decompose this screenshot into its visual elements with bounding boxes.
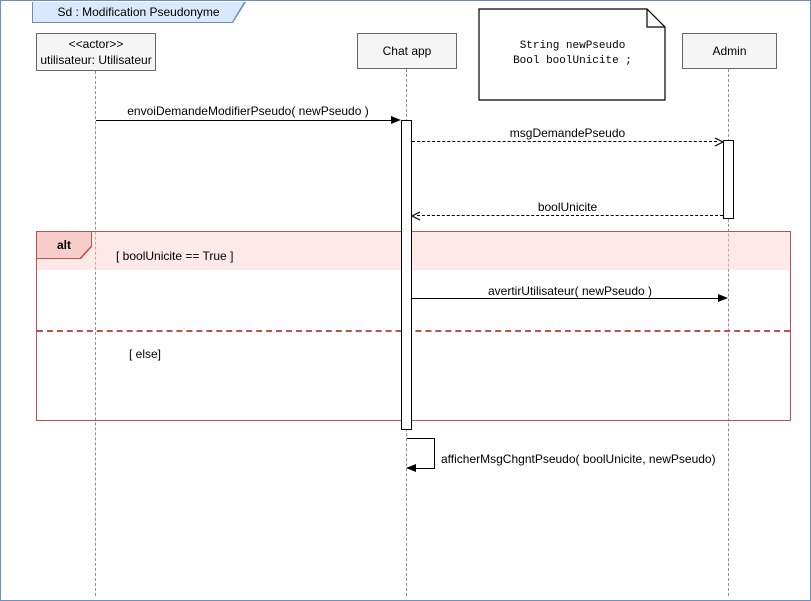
self-message-side-line [434, 438, 435, 469]
message-envoi-line [96, 120, 392, 121]
fragment-divider [37, 330, 790, 332]
note-line-1: String newPseudo [519, 40, 626, 52]
message-avertir-label: avertirUtilisateur( newPseudo ) [487, 284, 653, 298]
lifeline-admin [728, 69, 729, 596]
message-boolunicite-line [417, 215, 723, 216]
arrowhead-avertir [718, 294, 728, 302]
frame-title: Sd : Modification Pseudonyme [33, 2, 244, 22]
lifeline-head-admin: Admin [682, 33, 777, 69]
note-text: String newPseudo Bool boolUnicite ; [479, 9, 666, 99]
note-line-2: Bool boolUnicite ; [513, 55, 632, 67]
fragment-header-band [37, 232, 790, 270]
actor-stereotype: <<actor>> [68, 37, 124, 51]
admin-label: Admin [712, 44, 747, 58]
arrowhead-self-message [406, 464, 416, 472]
actor-label: utilisateur: Utilisateur [40, 53, 152, 67]
lifeline-utilisateur [95, 71, 96, 596]
combined-fragment-alt: alt [ boolUnicite == True ] [ else] [36, 231, 791, 421]
activation-bar-admin [723, 140, 734, 219]
self-message-bottom-line [416, 468, 434, 469]
note-shape [478, 8, 666, 101]
note-body [478, 8, 666, 101]
guard-condition-true: [ boolUnicite == True ] [116, 249, 234, 263]
fragment-operator-tab: alt [37, 232, 92, 259]
lifeline-head-chatapp: Chat app [357, 33, 457, 69]
guard-condition-else: [ else] [129, 347, 162, 361]
arrowhead-demande [714, 136, 724, 147]
activation-bar-chatapp [401, 120, 412, 430]
arrowhead-envoi [391, 116, 401, 124]
message-envoi-label: envoiDemandeModifierPseudo( newPseudo ) [127, 104, 369, 118]
arrowhead-boolunicite [411, 210, 421, 221]
frame-title-tab: Sd : Modification Pseudonyme [32, 2, 246, 23]
message-avertir-line [412, 298, 718, 299]
self-message-top-line [407, 438, 434, 439]
message-demande-label: msgDemandePseudo [509, 126, 626, 140]
fragment-operator-label: alt [37, 232, 91, 258]
chatapp-label: Chat app [382, 44, 432, 58]
self-message-label: afficherMsgChgntPseudo( boolUnicite, new… [441, 452, 716, 466]
note-fold-corner [646, 9, 665, 28]
message-boolunicite-label: boolUnicite [537, 200, 598, 214]
message-demande-line [412, 141, 717, 142]
lifeline-head-utilisateur: <<actor>> utilisateur: Utilisateur [36, 33, 156, 71]
